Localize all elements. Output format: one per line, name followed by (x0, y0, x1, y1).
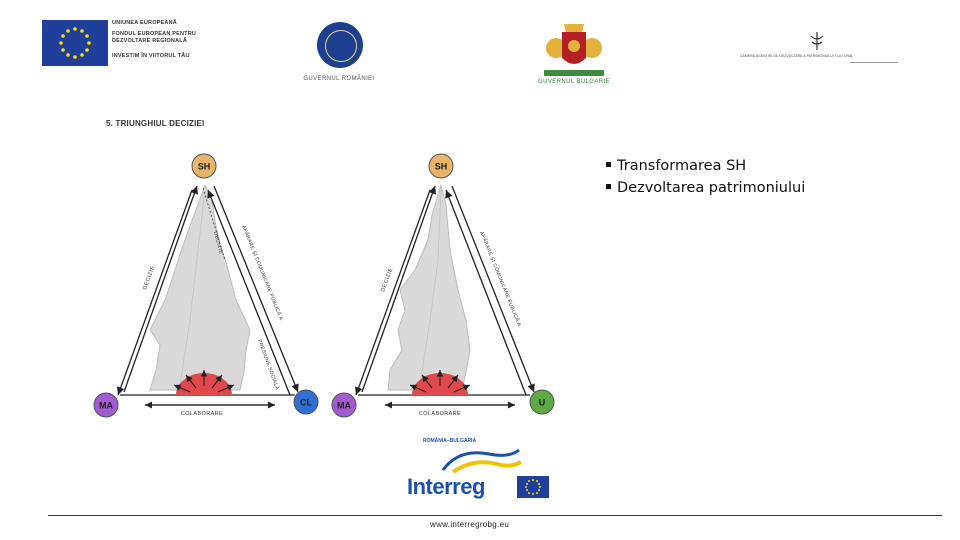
right-semi-arrow-upright (447, 374, 459, 389)
interreg-eu-flag-icon (517, 476, 549, 498)
bullet-square-icon (606, 161, 611, 167)
right-right-edge-arrow-down (451, 185, 535, 393)
left-ma-node (93, 392, 119, 418)
left-cl-node (293, 389, 319, 415)
right-inner-ridge (419, 189, 442, 386)
footer-url[interactable]: www.interregrobg.eu (430, 520, 510, 529)
romanian-government-logo: GUVERNUL ROMÂNIEI (296, 20, 382, 90)
decision-triangle-diagram: SH MA CL DECIZIE DECIZIE APĂRARE ȘI COMU… (93, 153, 555, 418)
right-right-edge-label: APĂRARE ȘI COMUNICARE PUBLICĂ A (478, 230, 523, 328)
interreg-wordmark: Interreg (407, 474, 485, 499)
left-triangle: SH MA CL DECIZIE DECIZIE APĂRARE ȘI COMU… (93, 153, 319, 418)
left-edge-label: DECIZIE (142, 265, 156, 291)
left-right-edge-label-1: APĂRARE ȘI COMUNICARE PUBLICĂ A (240, 224, 285, 322)
bg-caption: GUVERNUL BULGARIE (538, 79, 610, 85)
right-semi-arrow-upleft (421, 374, 433, 389)
bullet-text: Transformarea SH (617, 158, 747, 174)
right-semi-arrow-right (453, 384, 471, 393)
right-sh-node (428, 153, 454, 179)
right-sh-label: SH (435, 162, 448, 172)
eu-line-3: DEZVOLTARE REGIONALĂ (112, 38, 187, 44)
right-edge-arrow-down-left (213, 185, 299, 393)
eu-line-2: FONDUL EUROPEAN PENTRU (112, 31, 197, 37)
bulgaria-coat-of-arms-icon (544, 24, 604, 76)
right-grey-shape (387, 183, 471, 391)
left-sh-label: SH (198, 162, 211, 172)
semi-arrow-upright (211, 374, 223, 389)
eu-text: UNIUNEA EUROPEANĂ FONDUL EUROPEAN PENTRU… (112, 20, 222, 60)
eu-line-1: UNIUNEA EUROPEANĂ (112, 20, 177, 26)
left-inner-label: DECIZIE (212, 231, 224, 255)
ministry-name: CAMERA AGENȚIEI DE DEZVOLTARE A PATRIMON… (740, 54, 854, 58)
bulgarian-government-logo: GUVERNUL BULGARIE (534, 18, 614, 90)
right-left-edge-label: DECIZIE (380, 267, 394, 293)
semi-arrow-left (173, 384, 191, 393)
left-edge-arrow-up (123, 185, 199, 393)
bullet-text: Dezvoltarea patrimoniului (617, 180, 806, 196)
right-u-label: U (539, 398, 546, 408)
eu-flag-icon (42, 20, 108, 66)
right-left-edge-arrow-down (354, 189, 431, 396)
semi-arrow-upleft (185, 374, 197, 389)
right-bottom-label: COLABORARE (419, 411, 461, 417)
bullet-square-icon (606, 183, 611, 189)
bullet-item: Transformarea SH (606, 155, 805, 177)
interreg-program-label: ROMÂNIA–BULGARIA (423, 438, 477, 444)
bullet-list: Transformarea SH Dezvoltarea patrimoniul… (606, 155, 805, 199)
left-ma-label: MA (99, 401, 113, 411)
right-ma-node (331, 392, 357, 418)
diagram-title: 5. TRIUNGHIUL DECIZIEI (106, 119, 205, 128)
right-edge-arrow-up-left (207, 189, 291, 396)
eu-line-4: INVESTIM ÎN VIITORUL TĂU (112, 53, 190, 59)
right-ma-label: MA (337, 401, 351, 411)
right-u-node (529, 389, 555, 415)
footer-divider (48, 515, 942, 516)
left-bottom-label: COLABORARE (181, 411, 223, 417)
bullet-item: Dezvoltarea patrimoniului (606, 177, 805, 199)
left-edge-arrow-down (116, 189, 193, 396)
romania-seal-icon (317, 22, 363, 68)
left-grey-shape (149, 183, 251, 391)
inner-dashed-line (202, 187, 226, 261)
left-cl-label: CL (300, 398, 312, 408)
ministry-logo: CAMERA AGENȚIEI DE DEZVOLTARE A PATRIMON… (740, 30, 905, 70)
interreg-logo: ROMÂNIA–BULGARIA Interreg (403, 436, 553, 502)
eu-logo: UNIUNEA EUROPEANĂ FONDUL EUROPEAN PENTRU… (42, 20, 212, 68)
right-right-edge-arrow-up (445, 189, 527, 396)
right-left-edge-arrow-up (361, 185, 437, 393)
ministry-emblem-icon (810, 32, 824, 50)
ministry-divider (850, 62, 898, 63)
left-sh-node (191, 153, 217, 179)
semi-arrow-right (217, 384, 235, 393)
right-triangle: SH MA U DECIZIE APĂRARE ȘI COMUNICARE PU… (331, 153, 555, 418)
left-inner-ridge (179, 189, 206, 386)
interreg-swoosh-icon (441, 448, 523, 474)
ro-caption: GUVERNUL ROMÂNIEI (303, 76, 375, 82)
right-semi-arrow-left (409, 384, 427, 393)
